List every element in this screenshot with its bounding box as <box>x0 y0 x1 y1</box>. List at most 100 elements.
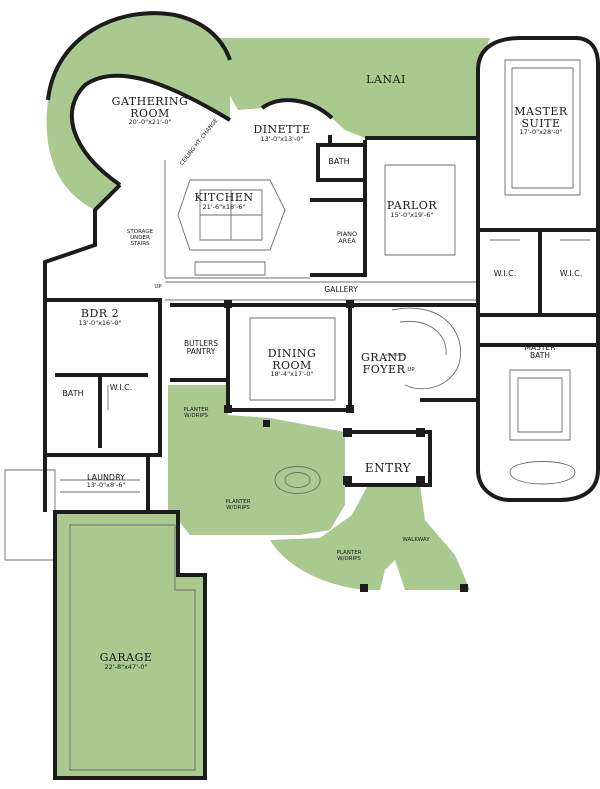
gathering-room-dims: 20'-0"x21'-0" <box>128 118 172 127</box>
butlers-pantry-name: BUTLERS <box>183 339 219 348</box>
walkway-note: WALKWAY <box>402 537 430 544</box>
garage-area <box>55 512 205 778</box>
master-suite-wall <box>476 36 600 502</box>
column <box>416 476 425 485</box>
kitchen-grid <box>199 189 263 241</box>
bdr2-dims: 13'-0"x16'-0" <box>78 318 122 327</box>
planter-walkway-area <box>270 485 470 590</box>
dinette-bay <box>260 98 334 120</box>
piano-area-name: PIANO <box>336 230 358 238</box>
bath-upper-label: BATH <box>328 157 350 166</box>
gallery-label: GALLERY <box>324 286 357 294</box>
column <box>263 420 270 427</box>
planter-note-3: PLANTER W/DRIPS <box>336 550 362 563</box>
planter-note-1: PLANTER W/DRIPS <box>183 407 209 420</box>
master-wic-wall <box>478 228 598 317</box>
kitchen-name: KITCHEN <box>194 191 254 204</box>
wic-left-label: W.I.C. <box>494 269 517 278</box>
lanai-name: LANAI <box>366 73 406 86</box>
butlers-pantry-label: BUTLERS PANTRY <box>184 340 218 356</box>
master-bath-name-2: BATH <box>530 350 550 360</box>
master-suite-name: MASTER <box>514 105 568 118</box>
piano-wall <box>310 198 367 277</box>
master-suite-label: MASTER SUITE 17'-0"x28'-0" <box>514 106 567 136</box>
column <box>460 584 468 592</box>
entry-wall <box>345 430 432 487</box>
walkway-text: WALKWAY <box>402 537 430 543</box>
dining-room-name-2: ROOM <box>272 358 312 372</box>
bath-upper-wall <box>316 143 367 182</box>
dining-room-name: DINING <box>267 347 317 360</box>
planter-note-2-sub: W/DRIPS <box>226 504 250 511</box>
column <box>224 300 232 308</box>
master-suite-dims: 17'-0"x28'-0" <box>519 128 563 137</box>
kitchen-island <box>177 179 286 251</box>
dinette-name: DINETTE <box>253 123 311 136</box>
entry-label: ENTRY <box>365 462 411 475</box>
columns <box>224 300 468 592</box>
outdoor-areas <box>46 13 490 778</box>
garage-dims: 22'-8"x47'-0" <box>104 662 148 671</box>
foyer-up-text: UP <box>407 367 415 373</box>
master-bath-oval <box>509 461 576 485</box>
master-bath-label: MASTER BATH <box>525 344 556 360</box>
kitchen-label: KITCHEN 21'-6"x18'-6" <box>194 192 253 210</box>
column <box>346 405 354 413</box>
planter-note-1-sub: W/DRIPS <box>184 412 208 419</box>
column <box>224 405 232 413</box>
master-suite-inset <box>504 59 581 196</box>
planter-note-1-text: PLANTER <box>183 407 209 413</box>
storage-note: STORAGE UNDER STAIRS <box>126 229 154 247</box>
piano-area-name-2: AREA <box>338 236 356 245</box>
storage-line-2: UNDER <box>130 234 150 241</box>
wic-right-label: W.I.C. <box>560 269 583 278</box>
storage-line-3: STAIRS <box>130 240 150 247</box>
gathering-room-name: GATHERING <box>111 95 189 108</box>
parlor-label: PARLOR 15'-0"x19'-6" <box>387 200 437 218</box>
grand-foyer-name: GRAND <box>361 351 407 364</box>
kitchen-counter <box>164 160 310 279</box>
bath-lower-name: BATH <box>62 389 84 398</box>
laundry-counter <box>60 479 140 493</box>
master-bath-name: MASTER <box>524 343 556 352</box>
dinette-dims: 13'-0"x13'-0" <box>260 134 304 143</box>
garage-side-ext <box>4 469 56 561</box>
laundry-dims: 13'-0"x8'-6" <box>86 481 126 490</box>
parlor-inset <box>384 164 456 256</box>
grand-foyer-name-2: FOYER <box>362 362 406 376</box>
bdr2-name: BDR 2 <box>80 307 120 320</box>
dining-room-label: DINING ROOM 18'-4"x17'-0" <box>268 348 317 378</box>
laundry-label: LAUNDRY 13'-0"x8'-6" <box>86 473 126 490</box>
gathering-room-inner-wall <box>69 73 232 187</box>
column <box>346 300 354 308</box>
gallery-name: GALLERY <box>324 285 358 294</box>
garage-inner-line <box>69 524 196 771</box>
planter-note-2-text: PLANTER <box>225 499 251 505</box>
column <box>343 428 352 437</box>
entry-name: ENTRY <box>364 461 412 475</box>
gathering-room-wall <box>46 11 232 101</box>
foyer-wall <box>350 303 478 402</box>
foyer-up-note: UP <box>407 367 415 374</box>
foyer-stair <box>385 307 462 390</box>
planter-note-3-text: PLANTER <box>336 550 362 556</box>
gathering-room-label: GATHERING ROOM 20'-0"x21'-0" <box>112 96 189 126</box>
garage-name: GARAGE <box>99 651 153 664</box>
stair-up-note: UP <box>154 284 161 291</box>
kitchen-west-wall <box>43 183 122 512</box>
bath-upper-name: BATH <box>328 157 350 166</box>
kitchen-dims: 21'-6"x18'-6" <box>202 202 246 211</box>
gathering-room-name-2: ROOM <box>130 106 170 120</box>
planter-note-2: PLANTER W/DRIPS <box>225 499 251 512</box>
garage-label: GARAGE 22'-8"x47'-0" <box>100 652 153 670</box>
parlor-name: PARLOR <box>386 199 438 212</box>
dinette-label: DINETTE 13'-0"x13'-0" <box>253 124 310 142</box>
master-suite-name-2: SUITE <box>521 116 561 130</box>
grand-foyer-label: GRAND FOYER <box>361 352 407 375</box>
storage-line-1: STORAGE <box>126 229 154 235</box>
dining-room-dims: 18'-4"x17'-0" <box>270 370 314 379</box>
bath-wall <box>55 373 148 448</box>
wic-lower-name: W.I.C. <box>109 383 133 392</box>
